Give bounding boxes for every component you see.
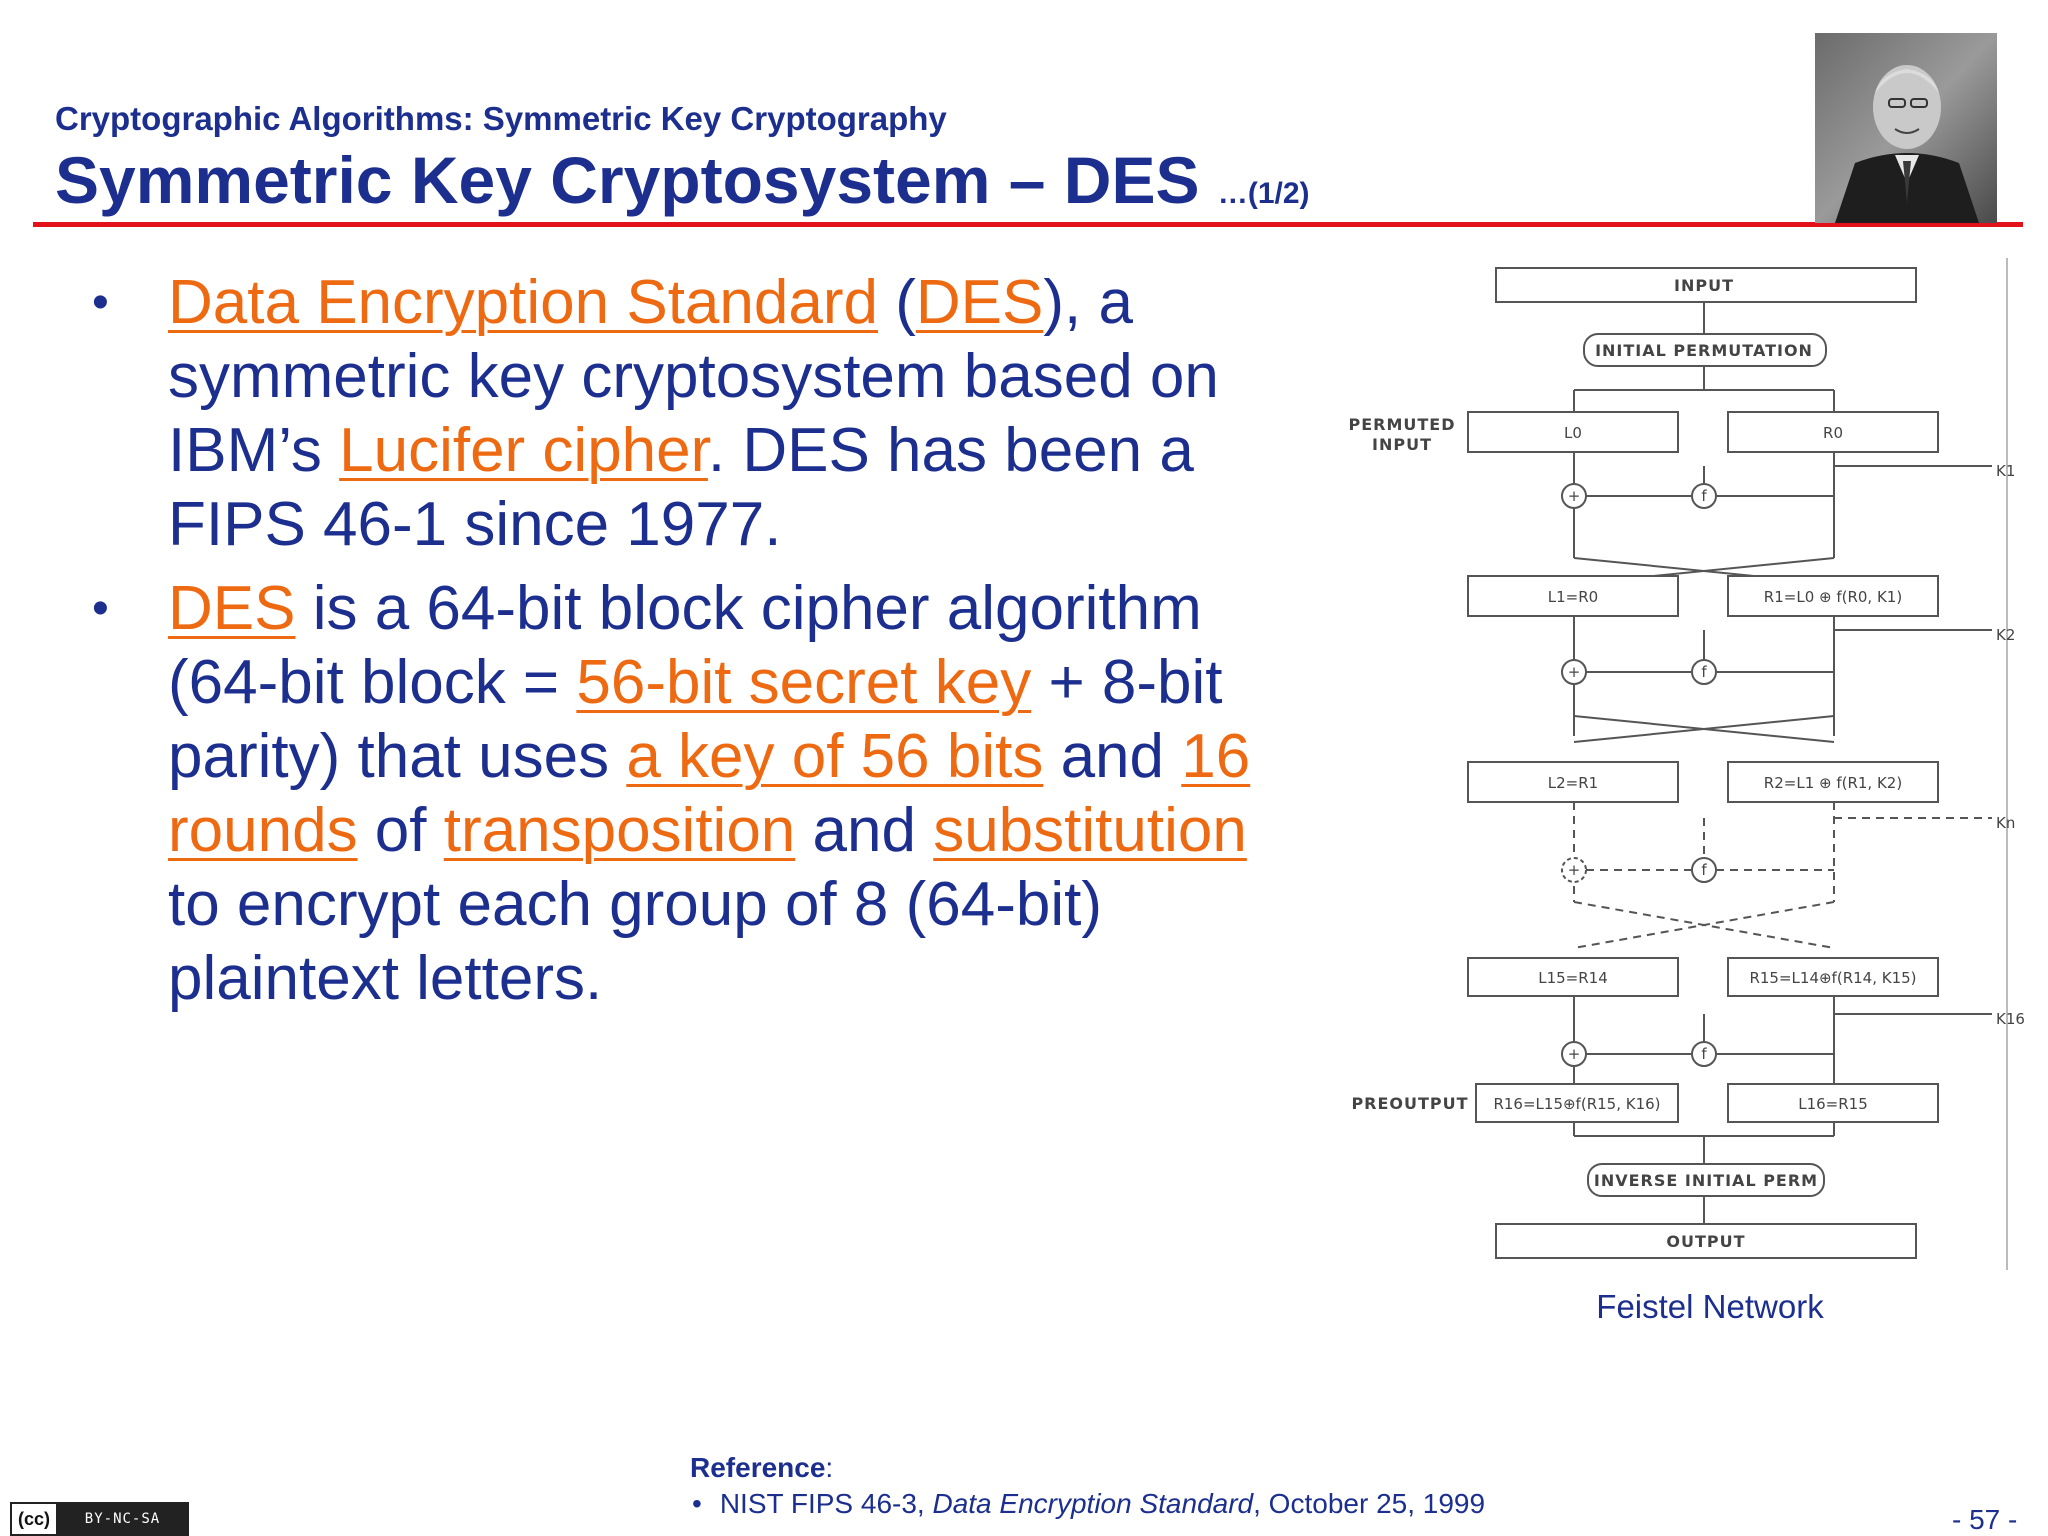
link-substitution[interactable]: substitution <box>933 796 1247 865</box>
link-16-rounds[interactable]: 16 rounds <box>168 722 1251 865</box>
feistel-network-diagram: INPUT INITIAL PERMUTATION PERMUTED INPUT… <box>1348 258 2025 1270</box>
f-function-icon: f <box>1701 861 1707 879</box>
diagram-r15: R15=L14⊕f(R14, K15) <box>1749 969 1916 987</box>
diagram-r16: R16=L15⊕f(R15, K16) <box>1493 1095 1660 1113</box>
bullet-text: + 8-bit parity) that uses <box>168 648 1223 791</box>
diagram-l2: L2=R1 <box>1548 774 1598 792</box>
f-function-icon: f <box>1701 487 1707 505</box>
reference-colon: : <box>825 1452 834 1483</box>
reference-label: Reference <box>690 1452 826 1483</box>
cc-logo-icon: (cc) <box>12 1504 58 1534</box>
f-function-icon: f <box>1701 663 1707 681</box>
diagram-l16: L16=R15 <box>1798 1095 1868 1113</box>
link-des-2[interactable]: DES <box>168 574 296 643</box>
diagram-r2: R2=L1 ⊕ f(R1, K2) <box>1764 774 1902 792</box>
bullet-dot: • <box>92 582 109 635</box>
diagram-l1: L1=R0 <box>1548 588 1598 606</box>
license-badge[interactable]: (cc) BY-NC-SA <box>10 1502 189 1536</box>
reference-bullet: • <box>692 1488 702 1519</box>
diagram-l15: L15=R14 <box>1538 969 1608 987</box>
xor-icon: + <box>1568 861 1581 879</box>
diagram-initial-perm-label: INITIAL PERMUTATION <box>1595 341 1813 360</box>
link-lucifer-cipher[interactable]: Lucifer cipher <box>339 416 708 485</box>
bullet-text: is a 64-bit block cipher algorithm (64-b… <box>168 574 1202 717</box>
link-data-encryption-standard[interactable]: Data Encryption Standard <box>168 268 878 337</box>
bullet-text: of <box>357 796 444 865</box>
bullet-text: ), a symmetric key cryptosystem based on… <box>168 268 1219 485</box>
link-key-of-56-bits[interactable]: a key of 56 bits <box>626 722 1044 791</box>
diagram-preoutput-label: PREOUTPUT <box>1351 1094 1468 1113</box>
diagram-k1: K1 <box>1996 462 2015 480</box>
bullet-text: . DES has been a FIPS 46-1 since 1977. <box>168 416 1194 559</box>
bullet-text: and <box>795 796 934 865</box>
page-title-suffix: …(1/2) <box>1217 177 1310 210</box>
diagram-permuted-label-2: INPUT <box>1372 435 1432 454</box>
reference-prefix: NIST FIPS 46-3, <box>719 1488 933 1519</box>
xor-icon: + <box>1568 487 1581 505</box>
bullet-list: • Data Encryption Standard (DES), a symm… <box>80 266 1280 1026</box>
reference-suffix: , October 25, 1999 <box>1253 1488 1486 1519</box>
title-rule <box>33 222 2023 227</box>
diagram-k2: K2 <box>1996 626 2015 644</box>
diagram-permuted-label-1: PERMUTED <box>1348 415 1455 434</box>
link-56-bit-secret-key[interactable]: 56-bit secret key <box>576 648 1032 717</box>
reference-item: • NIST FIPS 46-3, Data Encryption Standar… <box>692 1486 1485 1522</box>
diagram-input-label: INPUT <box>1674 276 1734 295</box>
page-title-text: Symmetric Key Cryptosystem – DES <box>55 143 1200 217</box>
diagram-caption: Feistel Network <box>1596 1288 1824 1325</box>
reference-heading: Reference: <box>690 1450 1485 1486</box>
reference-block: Reference: • NIST FIPS 46-3, Data Encrypt… <box>690 1450 1485 1522</box>
page-title: Symmetric Key Cryptosystem – DES …(1/2) <box>55 140 1310 234</box>
bullet-text: ( <box>877 268 916 337</box>
reference-title: Data Encryption Standard <box>932 1488 1254 1519</box>
bullet-des-intro: • Data Encryption Standard (DES), a symm… <box>80 266 1280 562</box>
diagram-inverse-perm-label: INVERSE INITIAL PERM <box>1594 1171 1818 1190</box>
diagram-r0: R0 <box>1823 424 1843 442</box>
diagram-r1: R1=L0 ⊕ f(R0, K1) <box>1764 588 1902 606</box>
f-function-icon: f <box>1701 1045 1707 1063</box>
bullet-dot: • <box>92 276 109 329</box>
page-number: - 57 - <box>1952 1504 2018 1535</box>
bullet-text: and <box>1043 722 1182 791</box>
link-des[interactable]: DES <box>915 268 1044 337</box>
subtitle: Cryptographic Algorithms: Symmetric Key … <box>55 100 947 137</box>
xor-icon: + <box>1568 663 1581 681</box>
license-text: BY-NC-SA <box>58 1504 187 1534</box>
person-photo-icon <box>1815 33 1997 223</box>
diagram-l0: L0 <box>1564 424 1582 442</box>
diagram-output-label: OUTPUT <box>1666 1232 1745 1251</box>
xor-icon: + <box>1568 1045 1581 1063</box>
link-transposition[interactable]: transposition <box>443 796 796 865</box>
diagram-k16: K16 <box>1996 1010 2025 1028</box>
bullet-text: to encrypt each group of 8 (64-bit) plai… <box>168 870 1102 1013</box>
bullet-des-block: • DES is a 64-bit block cipher algorithm… <box>80 572 1280 1016</box>
diagram-kn: Kn <box>1996 814 2015 832</box>
